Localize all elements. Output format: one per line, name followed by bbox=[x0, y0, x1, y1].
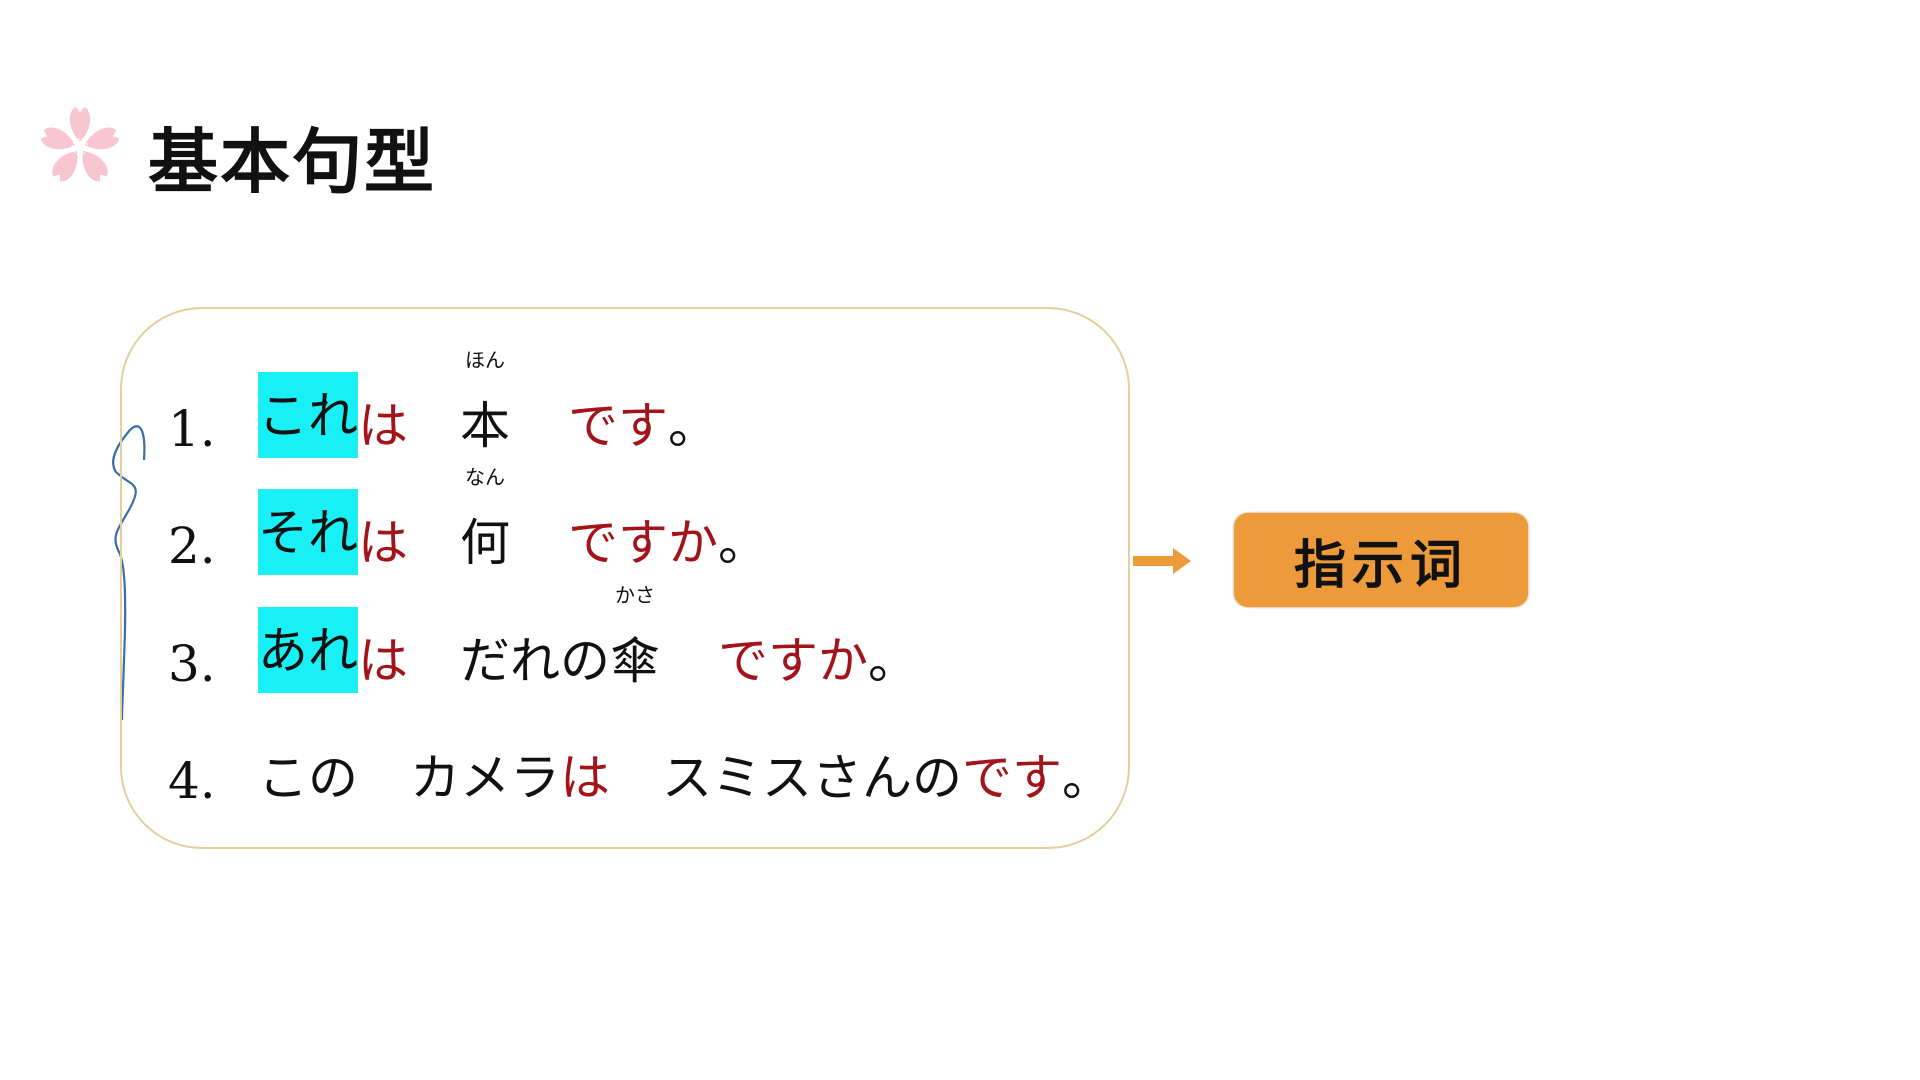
topic-particle: は bbox=[560, 749, 610, 807]
noun: 本 bbox=[460, 397, 510, 455]
topic-particle: は bbox=[358, 397, 408, 455]
copula: ですか bbox=[718, 632, 868, 690]
topic-particle: は bbox=[358, 632, 408, 690]
noun: 傘 bbox=[610, 632, 660, 690]
copula: ですか bbox=[568, 514, 718, 572]
row-number: 1. bbox=[168, 400, 216, 458]
furigana: ほん bbox=[465, 348, 505, 372]
sentence-row-2: 2. それ は なん 何 ですか 。 bbox=[168, 465, 768, 575]
copula: です bbox=[568, 397, 668, 455]
period: 。 bbox=[868, 632, 918, 690]
topic-particle: は bbox=[358, 514, 408, 572]
noun-with-furigana: かさ 傘 bbox=[610, 583, 660, 693]
noun-with-furigana: なん 何 bbox=[460, 465, 510, 575]
row-number: 2. bbox=[168, 517, 216, 575]
furigana: なん bbox=[465, 465, 505, 489]
possessive: だれの bbox=[460, 632, 610, 690]
period: 。 bbox=[668, 397, 718, 455]
right-arrow-icon bbox=[1133, 548, 1191, 574]
copula: です bbox=[962, 749, 1062, 807]
sentence-row-3: 3. あれ は だれの かさ 傘 ですか 。 bbox=[168, 583, 918, 693]
demonstrative-highlight: これ bbox=[258, 372, 358, 458]
demonstrative-label: 指示词 bbox=[1234, 513, 1528, 607]
demonstrative-highlight: それ bbox=[258, 489, 358, 575]
demonstrative: この bbox=[258, 749, 358, 807]
row-number: 3. bbox=[168, 635, 216, 693]
noun: 何 bbox=[460, 514, 510, 572]
sakura-flower-icon bbox=[39, 107, 121, 185]
predicate: スミスさんの bbox=[662, 749, 962, 807]
ink-annotation-icon bbox=[112, 425, 146, 721]
period: 。 bbox=[1062, 749, 1112, 807]
period: 。 bbox=[718, 514, 768, 572]
slide-title: 基本句型 bbox=[148, 121, 436, 203]
noun-with-furigana: ほん 本 bbox=[460, 348, 510, 458]
demonstrative-highlight: あれ bbox=[258, 607, 358, 693]
subject-noun: カメラ bbox=[410, 749, 560, 807]
furigana: かさ bbox=[615, 583, 655, 607]
sentence-pattern-box bbox=[120, 307, 1130, 849]
sentence-row-4: 4. この カメラ は スミスさんの です 。 bbox=[168, 730, 1112, 810]
sentence-row-1: 1. これ は ほん 本 です 。 bbox=[168, 348, 718, 458]
row-number: 4. bbox=[168, 752, 216, 810]
